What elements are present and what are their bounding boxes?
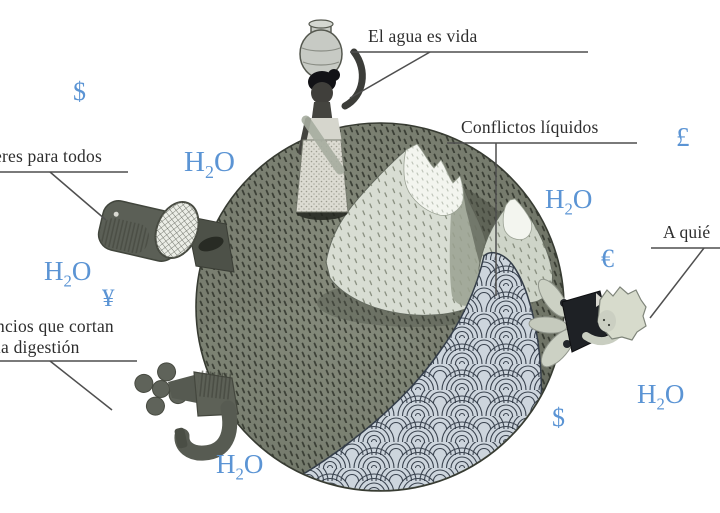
dollar-symbol-upper-left: $ — [73, 77, 86, 106]
euro-symbol-right: € — [601, 244, 614, 273]
boy-drinking-illustration — [528, 278, 647, 368]
shower-head-illustration — [97, 200, 235, 273]
yen-symbol-left: ¥ — [102, 285, 115, 312]
callout-pointer-eres — [49, 171, 107, 221]
dollar-symbol-lower-right: $ — [552, 403, 565, 432]
faucet-mouth — [174, 427, 188, 449]
label-anuncios-line1: ncios que cortan — [0, 316, 114, 336]
h2o-symbol-bottom: H2O — [216, 449, 264, 484]
woman-sash — [301, 115, 345, 175]
woman-raised-arm — [341, 48, 366, 110]
river-illustration — [258, 251, 542, 490]
label-anuncios-line2: la digestión — [0, 337, 80, 357]
boy-face — [598, 310, 616, 332]
label-conflictos-liquidos: Conflictos líquidos — [461, 117, 599, 137]
callout-pointer-anuncios — [49, 360, 113, 411]
h2o-symbol-right-upper: H2O — [545, 184, 593, 219]
callout-pointer-agua — [349, 51, 431, 99]
woman-hair-bun — [328, 69, 340, 81]
faucet-handle — [134, 362, 188, 416]
h2o-symbol-upper-left: H2O — [184, 146, 235, 182]
h2o-symbol-left: H2O — [44, 256, 92, 291]
pound-symbol-right: £ — [676, 122, 690, 152]
water-jug — [299, 19, 343, 79]
faucet-stem — [168, 374, 202, 404]
faucet-illustration — [134, 362, 239, 461]
woman-carrying-water-jug — [295, 19, 366, 220]
snow-cap-small — [502, 198, 533, 240]
label-el-agua-es-vida: El agua es vida — [368, 26, 478, 46]
label-a-quien: A quié — [663, 222, 711, 242]
callout-lines — [0, 51, 720, 411]
label-eres-para-todos: eres para todos — [0, 146, 102, 166]
h2o-symbol-right-lower: H2O — [637, 379, 685, 414]
woman-head — [311, 82, 333, 104]
callout-pointer-quien — [649, 247, 705, 319]
label-anuncios: ncios que cortan la digestión — [0, 316, 114, 358]
